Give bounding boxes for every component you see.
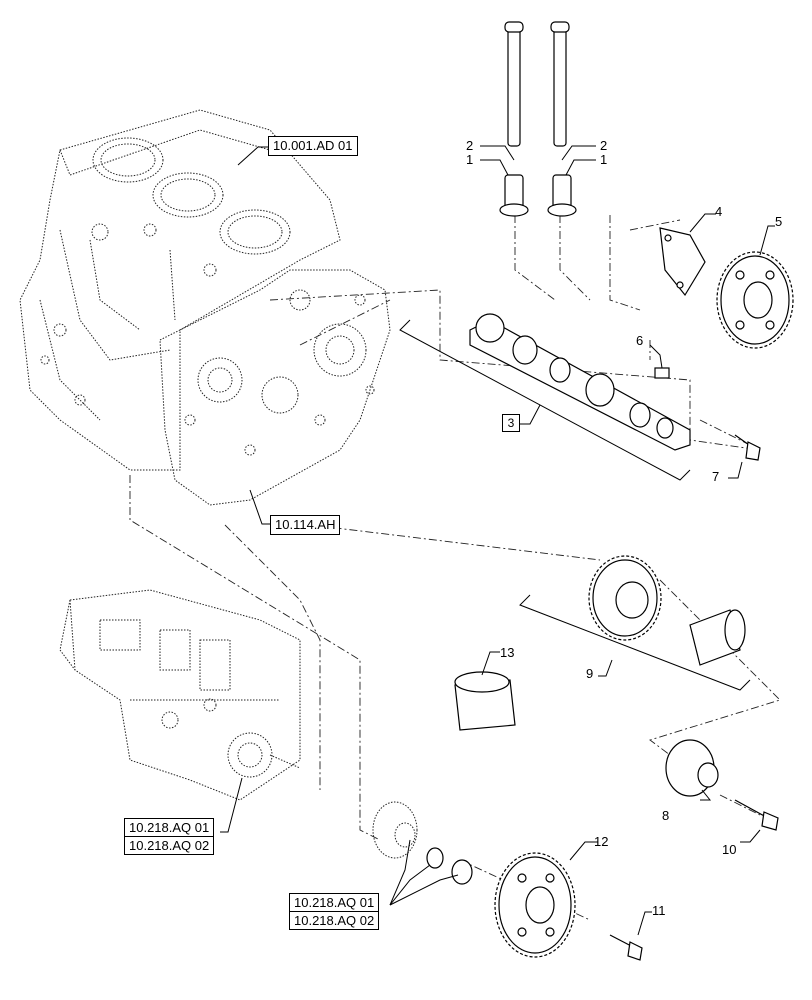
ref-gear-case[interactable]: 10.114.AH: [270, 515, 341, 535]
ref-injection-pump-2[interactable]: 10.218.AQ 02: [125, 836, 214, 854]
cylinder-block-icon: [19, 109, 341, 471]
ref-pump-drive-2[interactable]: 10.218.AQ 02: [290, 911, 379, 929]
callout-leaders: [220, 145, 775, 936]
idler-shaft-icon: [665, 739, 719, 797]
leader-lines: [129, 215, 781, 921]
callout-5: 5: [775, 214, 783, 229]
injection-pump-icon: [59, 589, 301, 801]
push-rod-icon: [504, 21, 570, 147]
tappet-icon: [499, 174, 577, 217]
camshaft-icon: [469, 313, 691, 451]
pump-gear-icon: [494, 852, 576, 958]
ref-pump-drive[interactable]: 10.218.AQ 01 10.218.AQ 02: [289, 893, 380, 930]
cam-gear-icon: [716, 251, 794, 349]
pump-drive-icon: [372, 801, 418, 859]
thrust-plate-icon: [659, 227, 706, 297]
ref-cylinder-block[interactable]: 10.001.AD 01: [268, 136, 358, 156]
callout-1-right: 1: [600, 152, 608, 167]
ref-injection-pump-1[interactable]: 10.218.AQ 01: [129, 820, 210, 835]
washer-icon: [426, 847, 473, 885]
callout-2-left: 2: [466, 138, 474, 153]
callout-2-right: 2: [600, 138, 608, 153]
callout-3: 3: [502, 414, 520, 432]
bushing-icon: [454, 671, 516, 731]
callout-6: 6: [636, 333, 644, 348]
callout-13: 13: [500, 645, 515, 660]
bolt-icon: [609, 934, 643, 961]
key-icon: [654, 367, 670, 379]
bushing-icon: [689, 609, 746, 666]
ref-pump-drive-1[interactable]: 10.218.AQ 01: [294, 895, 375, 910]
callout-4: 4: [715, 204, 723, 219]
camshaft-bracket: [399, 319, 691, 481]
callout-7: 7: [712, 469, 720, 484]
idler-gear-bracket: [519, 594, 751, 691]
idler-gear-icon: [588, 555, 662, 641]
callout-8: 8: [662, 808, 670, 823]
callout-10: 10: [722, 842, 737, 857]
callout-9: 9: [586, 666, 594, 681]
bolt-icon: [734, 799, 779, 831]
bolt-icon: [734, 434, 761, 461]
callout-1-left: 1: [466, 152, 474, 167]
callout-12: 12: [594, 834, 609, 849]
ref-injection-pump[interactable]: 10.218.AQ 01 10.218.AQ 02: [124, 818, 215, 855]
gear-case-icon: [159, 269, 391, 506]
callout-11: 11: [652, 903, 666, 918]
